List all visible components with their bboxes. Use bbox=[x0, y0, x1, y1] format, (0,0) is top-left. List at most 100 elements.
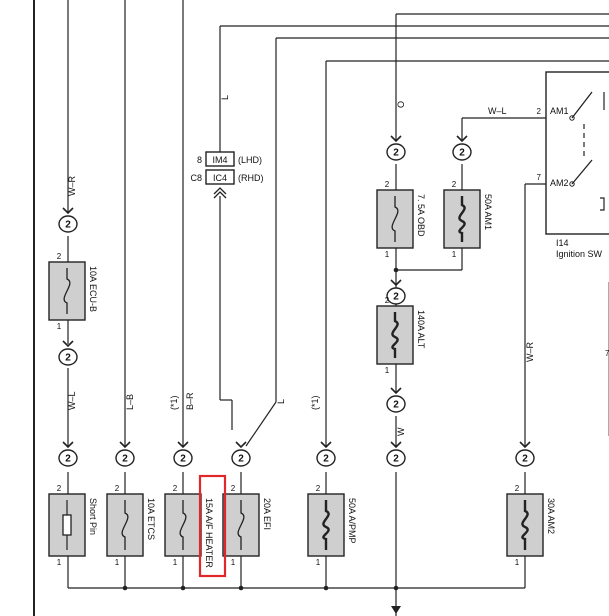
top-wiring bbox=[67, 0, 609, 447]
fuse-pin-top: 2 bbox=[452, 180, 457, 189]
short-pin-icon bbox=[62, 514, 72, 536]
fuse-pin-bottom: 1 bbox=[515, 558, 520, 567]
fuse-pin-top: 2 bbox=[515, 484, 520, 493]
fuse-pin-top: 2 bbox=[57, 252, 62, 261]
connector-number: 2 bbox=[393, 454, 399, 465]
fuse-label: 15A A/F HEATER bbox=[204, 498, 214, 568]
fuse-pin-bottom: 1 bbox=[173, 558, 178, 567]
highlight-box bbox=[198, 474, 227, 578]
connector-number: 2 bbox=[65, 454, 71, 465]
fuse-pin-top: 2 bbox=[173, 484, 178, 493]
highlight-layer bbox=[198, 474, 227, 578]
ign-pin-am2: 7 bbox=[537, 173, 542, 182]
connector-2-icon: 2 bbox=[386, 279, 406, 305]
junction-pin-b: C8 bbox=[190, 173, 202, 183]
fuse-pin-top: 2 bbox=[115, 484, 120, 493]
option-mark-2: (*1) bbox=[310, 395, 320, 410]
connector-2-icon: 2 bbox=[231, 441, 251, 467]
fuse-pin-bottom: 1 bbox=[57, 558, 62, 567]
fuse-etcs: 2 1 10A ETCS bbox=[106, 484, 156, 567]
fusible-link-icon bbox=[521, 500, 529, 550]
ign-name: Ignition SW bbox=[556, 249, 603, 259]
fuse-pin-top: 2 bbox=[385, 296, 390, 305]
connector-2-icon: 2 bbox=[515, 441, 535, 467]
connector-2-icon: 2 bbox=[173, 441, 193, 467]
junction-box-b bbox=[205, 169, 235, 185]
wire-label-w: W bbox=[396, 427, 406, 436]
fuse-label: 50A A/PMP bbox=[347, 498, 357, 544]
connector-2-icon: 2 bbox=[58, 207, 78, 233]
fuse-af-heater: 2 1 15A A/F HEATER bbox=[164, 484, 214, 568]
ign-code: I14 bbox=[556, 238, 569, 248]
fuse-obd: 2 1 7. 5A OBD bbox=[376, 180, 426, 259]
wire-label-o: O bbox=[396, 101, 406, 108]
junction-code-b: IC4 bbox=[213, 173, 227, 183]
junction-connector: IM4 IC4 8 C8 (LHD) (RHD) bbox=[190, 151, 264, 199]
junction-note-a: (LHD) bbox=[238, 155, 262, 165]
fuse-alt: 2 1 140A ALT bbox=[376, 296, 426, 375]
fuse-symbol-icon bbox=[237, 500, 245, 550]
fuse-pin-bottom: 1 bbox=[57, 322, 62, 331]
option-mark-1: (*1) bbox=[169, 395, 179, 410]
fusible-link-icon bbox=[391, 312, 399, 358]
fuse-pin-bottom: 1 bbox=[316, 558, 321, 567]
wire-label-w-l: W–L bbox=[67, 391, 77, 410]
connector-2-icon: 2 bbox=[115, 441, 135, 467]
fuse-efi: 2 1 20A EFI bbox=[222, 484, 272, 567]
connector-2-icon: 2 bbox=[386, 441, 406, 467]
connector-2-icon: 2 bbox=[58, 340, 78, 366]
fuse-label: 10A ECU-B bbox=[88, 266, 98, 312]
fuse-symbol-icon bbox=[63, 268, 71, 314]
wire-label-w-r-am2: W–R bbox=[525, 342, 535, 363]
connector-number: 2 bbox=[393, 292, 399, 303]
fuse-pin-top: 2 bbox=[385, 180, 390, 189]
connector-number: 2 bbox=[180, 454, 186, 465]
connector-2-icon: 2 bbox=[386, 387, 406, 413]
fuse-label: Short Pin bbox=[88, 498, 98, 535]
fuse-pin-bottom: 1 bbox=[385, 366, 390, 375]
fuse-am1: 2 1 50A AM1 bbox=[443, 180, 493, 259]
fuse-pin-bottom: 1 bbox=[452, 250, 457, 259]
fuse-ecu-b: 2 1 10A ECU-B bbox=[48, 252, 98, 331]
junction-note-b: (RHD) bbox=[238, 173, 264, 183]
connector-2-icon: 2 bbox=[452, 135, 472, 161]
fuse-pin-bottom: 1 bbox=[115, 558, 120, 567]
fuse-pin-top: 2 bbox=[316, 484, 321, 493]
fusible-link-icon bbox=[322, 500, 330, 550]
arrow-down-icon bbox=[391, 606, 401, 614]
connector-number: 2 bbox=[393, 148, 399, 159]
bottom-bus bbox=[67, 472, 526, 616]
fuse-label: 20A EFI bbox=[262, 498, 272, 530]
connector-number: 2 bbox=[65, 353, 71, 364]
double-chevron-icon bbox=[213, 187, 227, 199]
wire-label-l-b: L–B bbox=[125, 394, 135, 410]
fuse-label: 7. 5A OBD bbox=[416, 194, 426, 237]
ign-terminal-am2: AM2 bbox=[550, 178, 569, 188]
fuse-pin-bottom: 1 bbox=[385, 250, 390, 259]
ign-pin-am1: 2 bbox=[537, 107, 542, 116]
fuse-short-pin: 2 1 Short Pin bbox=[48, 484, 98, 567]
wire-labels: W–R W–L L–B (*1) B–R L L (*1) O W–L W W–… bbox=[67, 95, 535, 436]
fuse-label: 10A ETCS bbox=[146, 498, 156, 540]
fuse-a-pmp: 2 1 50A A/PMP bbox=[307, 484, 357, 567]
fuse-label: 50A AM1 bbox=[483, 194, 493, 230]
ignition-switch: 2 7 AM1 AM2 I14 Ignition SW 7 bbox=[461, 71, 609, 446]
connector-2-icon: 2 bbox=[316, 441, 336, 467]
fuse-label: 30A AM2 bbox=[546, 498, 556, 534]
ign-terminal-am1: AM1 bbox=[550, 106, 569, 116]
wire-label-w-r-top: W–R bbox=[67, 176, 77, 197]
fuse-label: 140A ALT bbox=[416, 310, 426, 349]
ignition-switch-box bbox=[545, 71, 609, 235]
fuse-am2: 2 1 30A AM2 bbox=[506, 484, 556, 567]
fuse-pin-top: 2 bbox=[231, 484, 236, 493]
wire-label-l-upper: L bbox=[220, 95, 230, 100]
fuse-pin-bottom: 1 bbox=[231, 558, 236, 567]
connector-number: 2 bbox=[238, 454, 244, 465]
fuse-pin-top: 2 bbox=[57, 484, 62, 493]
connector-number: 2 bbox=[323, 454, 329, 465]
connector-2-icon: 2 bbox=[386, 135, 406, 161]
junction-code-a: IM4 bbox=[212, 155, 227, 165]
